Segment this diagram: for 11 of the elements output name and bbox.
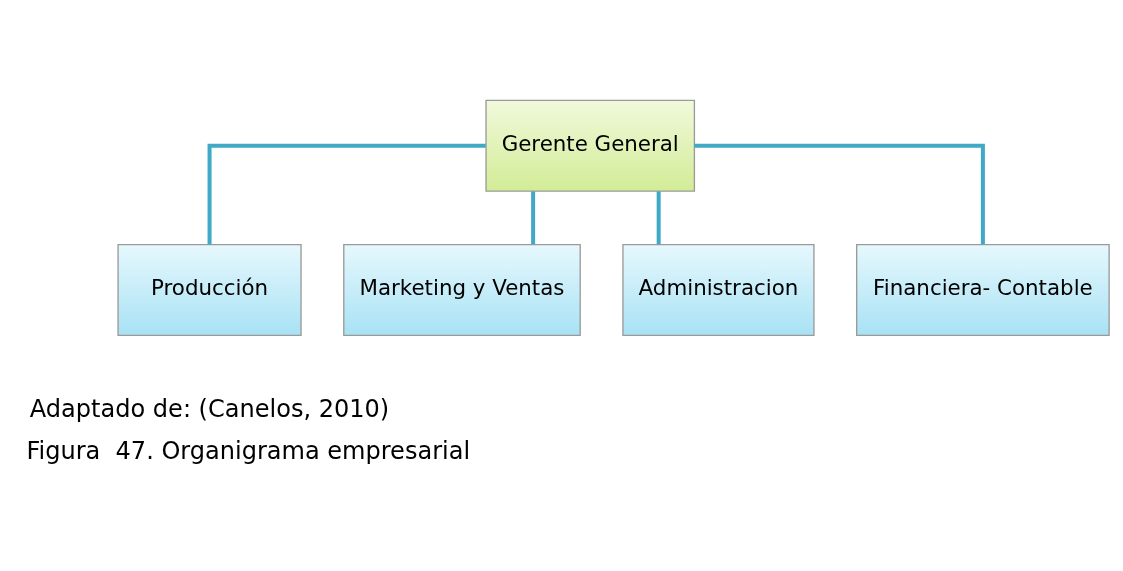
label: Adaptado de: (Canelos, 2010) <box>29 394 390 423</box>
connector <box>694 143 985 244</box>
connector <box>656 190 661 244</box>
connector <box>531 190 536 244</box>
node-box: Marketing y Ventas <box>343 243 581 336</box>
caption: Figura 47. Organigrama empresarial <box>26 436 471 465</box>
node-box: Administracion <box>622 243 815 336</box>
node-box: Producción <box>117 243 302 336</box>
connector <box>207 143 486 244</box>
node-box: Financiera- Contable <box>856 243 1110 336</box>
node-box: Gerente General <box>485 99 696 192</box>
